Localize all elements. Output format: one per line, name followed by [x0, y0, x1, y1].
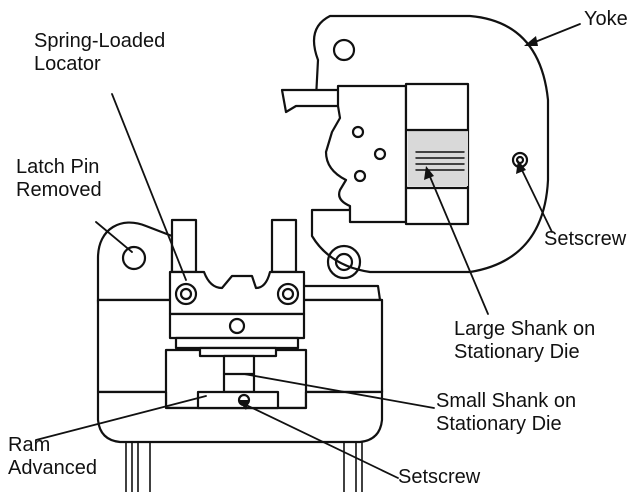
arrow-setscrew-right	[516, 160, 526, 174]
label-spring-loaded-locator: Spring-Loaded Locator	[34, 30, 165, 76]
label-locator-line-1: Spring-Loaded	[34, 30, 166, 52]
die-body	[324, 84, 408, 224]
die-hole-3	[353, 169, 367, 183]
locator-screw-right-inner	[281, 287, 295, 301]
die-hole-1	[351, 125, 365, 139]
arrow-setscrew-bottom	[238, 400, 250, 410]
locator-screw-right	[276, 282, 300, 306]
stationary-die	[280, 82, 470, 226]
die-carrier	[168, 312, 306, 340]
label-latch-line-2: Removed	[16, 179, 102, 201]
label-latch-pin-removed: Latch Pin Removed	[16, 156, 102, 202]
label-setscrew-bottom: Setscrew	[398, 466, 480, 489]
label-setscrew-right: Setscrew	[544, 228, 626, 251]
label-setscrew-bottom-line-1: Setscrew	[398, 466, 481, 488]
frame-base	[96, 390, 384, 444]
carrier-stem-plate	[198, 346, 278, 358]
leader-lines	[35, 23, 581, 479]
large-shank-ribs	[415, 151, 465, 171]
label-ram-line-2: Advanced	[8, 457, 97, 479]
label-locator-line-2: Locator	[34, 53, 101, 75]
leader-ram-advanced	[35, 395, 207, 441]
yoke-pivot-lower	[326, 244, 362, 280]
leader-large-shank	[427, 171, 489, 315]
label-small-shank: Small Shank on Stationary Die	[436, 390, 576, 436]
yoke-pivot-lower-inner	[334, 252, 354, 272]
label-large-shank: Large Shank on Stationary Die	[454, 318, 595, 364]
leader-latch-pin	[95, 221, 133, 253]
label-setscrew-right-line-1: Setscrew	[544, 228, 627, 250]
die-left-upright	[170, 218, 198, 274]
leader-small-shank	[243, 373, 435, 409]
moving-die	[125, 218, 363, 493]
label-large-shank-line-2: Stationary Die	[454, 341, 580, 363]
label-large-shank-line-1: Large Shank on	[454, 318, 596, 340]
carrier-screw	[228, 317, 246, 335]
label-ram-line-1: Ram	[8, 434, 51, 456]
carrier-lower-plate	[174, 336, 300, 350]
label-small-shank-line-1: Small Shank on	[436, 390, 577, 412]
locator-plate	[168, 270, 306, 316]
yoke-pivot-upper	[332, 38, 356, 62]
leader-yoke	[529, 23, 581, 45]
label-ram-advanced: Ram Advanced	[8, 434, 97, 480]
label-yoke-line-1: Yoke	[584, 8, 628, 30]
locator-screw-left-inner	[179, 287, 193, 301]
leader-setscrew-bottom	[243, 403, 399, 479]
arrowheads	[238, 36, 538, 410]
cylinder-rods	[125, 441, 363, 493]
leader-locator	[111, 93, 187, 281]
arrow-yoke	[524, 36, 538, 46]
die-right-upright	[270, 218, 298, 274]
die-hole-2	[373, 147, 387, 161]
leader-setscrew-right	[519, 165, 553, 233]
label-small-shank-line-2: Stationary Die	[436, 413, 562, 435]
locator-screw-left	[174, 282, 198, 306]
arrow-large-shank	[424, 166, 434, 180]
label-yoke: Yoke	[584, 8, 628, 31]
label-latch-line-1: Latch Pin	[16, 156, 100, 178]
latch-pin-hole	[121, 245, 147, 271]
